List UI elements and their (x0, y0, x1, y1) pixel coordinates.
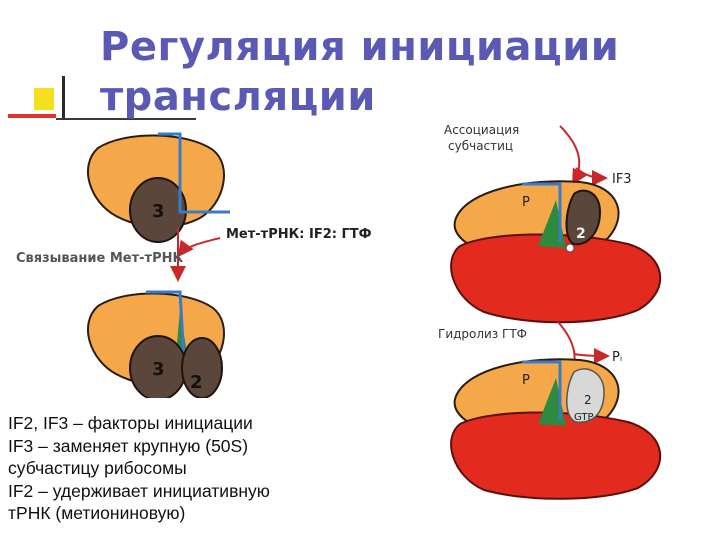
label-IF3: IF3 (612, 172, 632, 187)
IF3-release-arrow (575, 167, 608, 186)
caption-box: IF2, IF3 – факторы инициации IF3 – замен… (8, 398, 384, 538)
factor-2-upper (565, 189, 602, 246)
association-arrow (559, 125, 587, 186)
factor-2-upper-label: 2 (576, 226, 586, 242)
title-rule (56, 118, 196, 120)
translation-initiation-figure: 3 Мет-тРНК: IF2: ГТФ Связывание Мет-тРНК… (16, 123, 662, 500)
red-underline (8, 114, 56, 118)
caption-line-3: субчастицу рибосомы (8, 458, 187, 478)
label-hydrolysis: Гидролиз ГТФ (438, 327, 527, 341)
factor-3-top-label: 3 (152, 201, 165, 222)
left-panel: 3 Мет-тРНК: IF2: ГТФ Связывание Мет-тРНК… (16, 132, 372, 401)
incoming-arrow-curve (177, 237, 221, 258)
factor-3-bottom-label: 3 (152, 359, 165, 380)
trna-line-top (158, 132, 230, 214)
slide-title-line1: Регуляция инициации (100, 24, 620, 70)
label-GTP: GTP (574, 412, 594, 423)
caption-line-1: IF2, IF3 – факторы инициации (8, 413, 253, 433)
site-P-lower: P (522, 373, 530, 388)
yellow-square (34, 88, 54, 110)
caption-line-4: IF2 – удерживает инициативную (8, 480, 270, 501)
trna-upper-right (522, 182, 562, 242)
label-association-1: Ассоциация (444, 123, 519, 137)
site-P-upper: P (522, 195, 530, 210)
gtp-dot-upper (565, 243, 575, 253)
large-subunit-upper-right (450, 233, 662, 324)
trna-line-bottom (146, 290, 186, 361)
factor-3-top (129, 177, 187, 243)
arrow-label-met-trna: Мет-тРНК: IF2: ГТФ (226, 227, 372, 242)
factor-2-lower-gtp (566, 368, 605, 423)
right-panel: Ассоциация субчастиц IF3 P A 2 Гидролиз … (438, 123, 662, 500)
dark-vertical-bar (62, 76, 65, 120)
side-label-binding: Связывание Мет-тРНК (16, 251, 183, 266)
label-association-2: субчастиц (448, 139, 513, 153)
slide-title-line2: трансляции (100, 74, 376, 120)
large-subunit-lower-right (450, 411, 662, 500)
Pi-release-arrow (573, 347, 610, 364)
caption-line-2: IF3 – заменяет крупную (50S) (8, 435, 249, 456)
label-Pi: Pᵢ (612, 350, 622, 365)
caption-line-5: тРНК (метиониновую) (8, 503, 186, 523)
factor-2-lower-label: 2 (584, 393, 592, 407)
factor-2-bottom-label: 2 (190, 372, 203, 393)
trna-lower-right (522, 360, 562, 420)
slide-title: Регуляция инициации трансляции (100, 22, 619, 122)
